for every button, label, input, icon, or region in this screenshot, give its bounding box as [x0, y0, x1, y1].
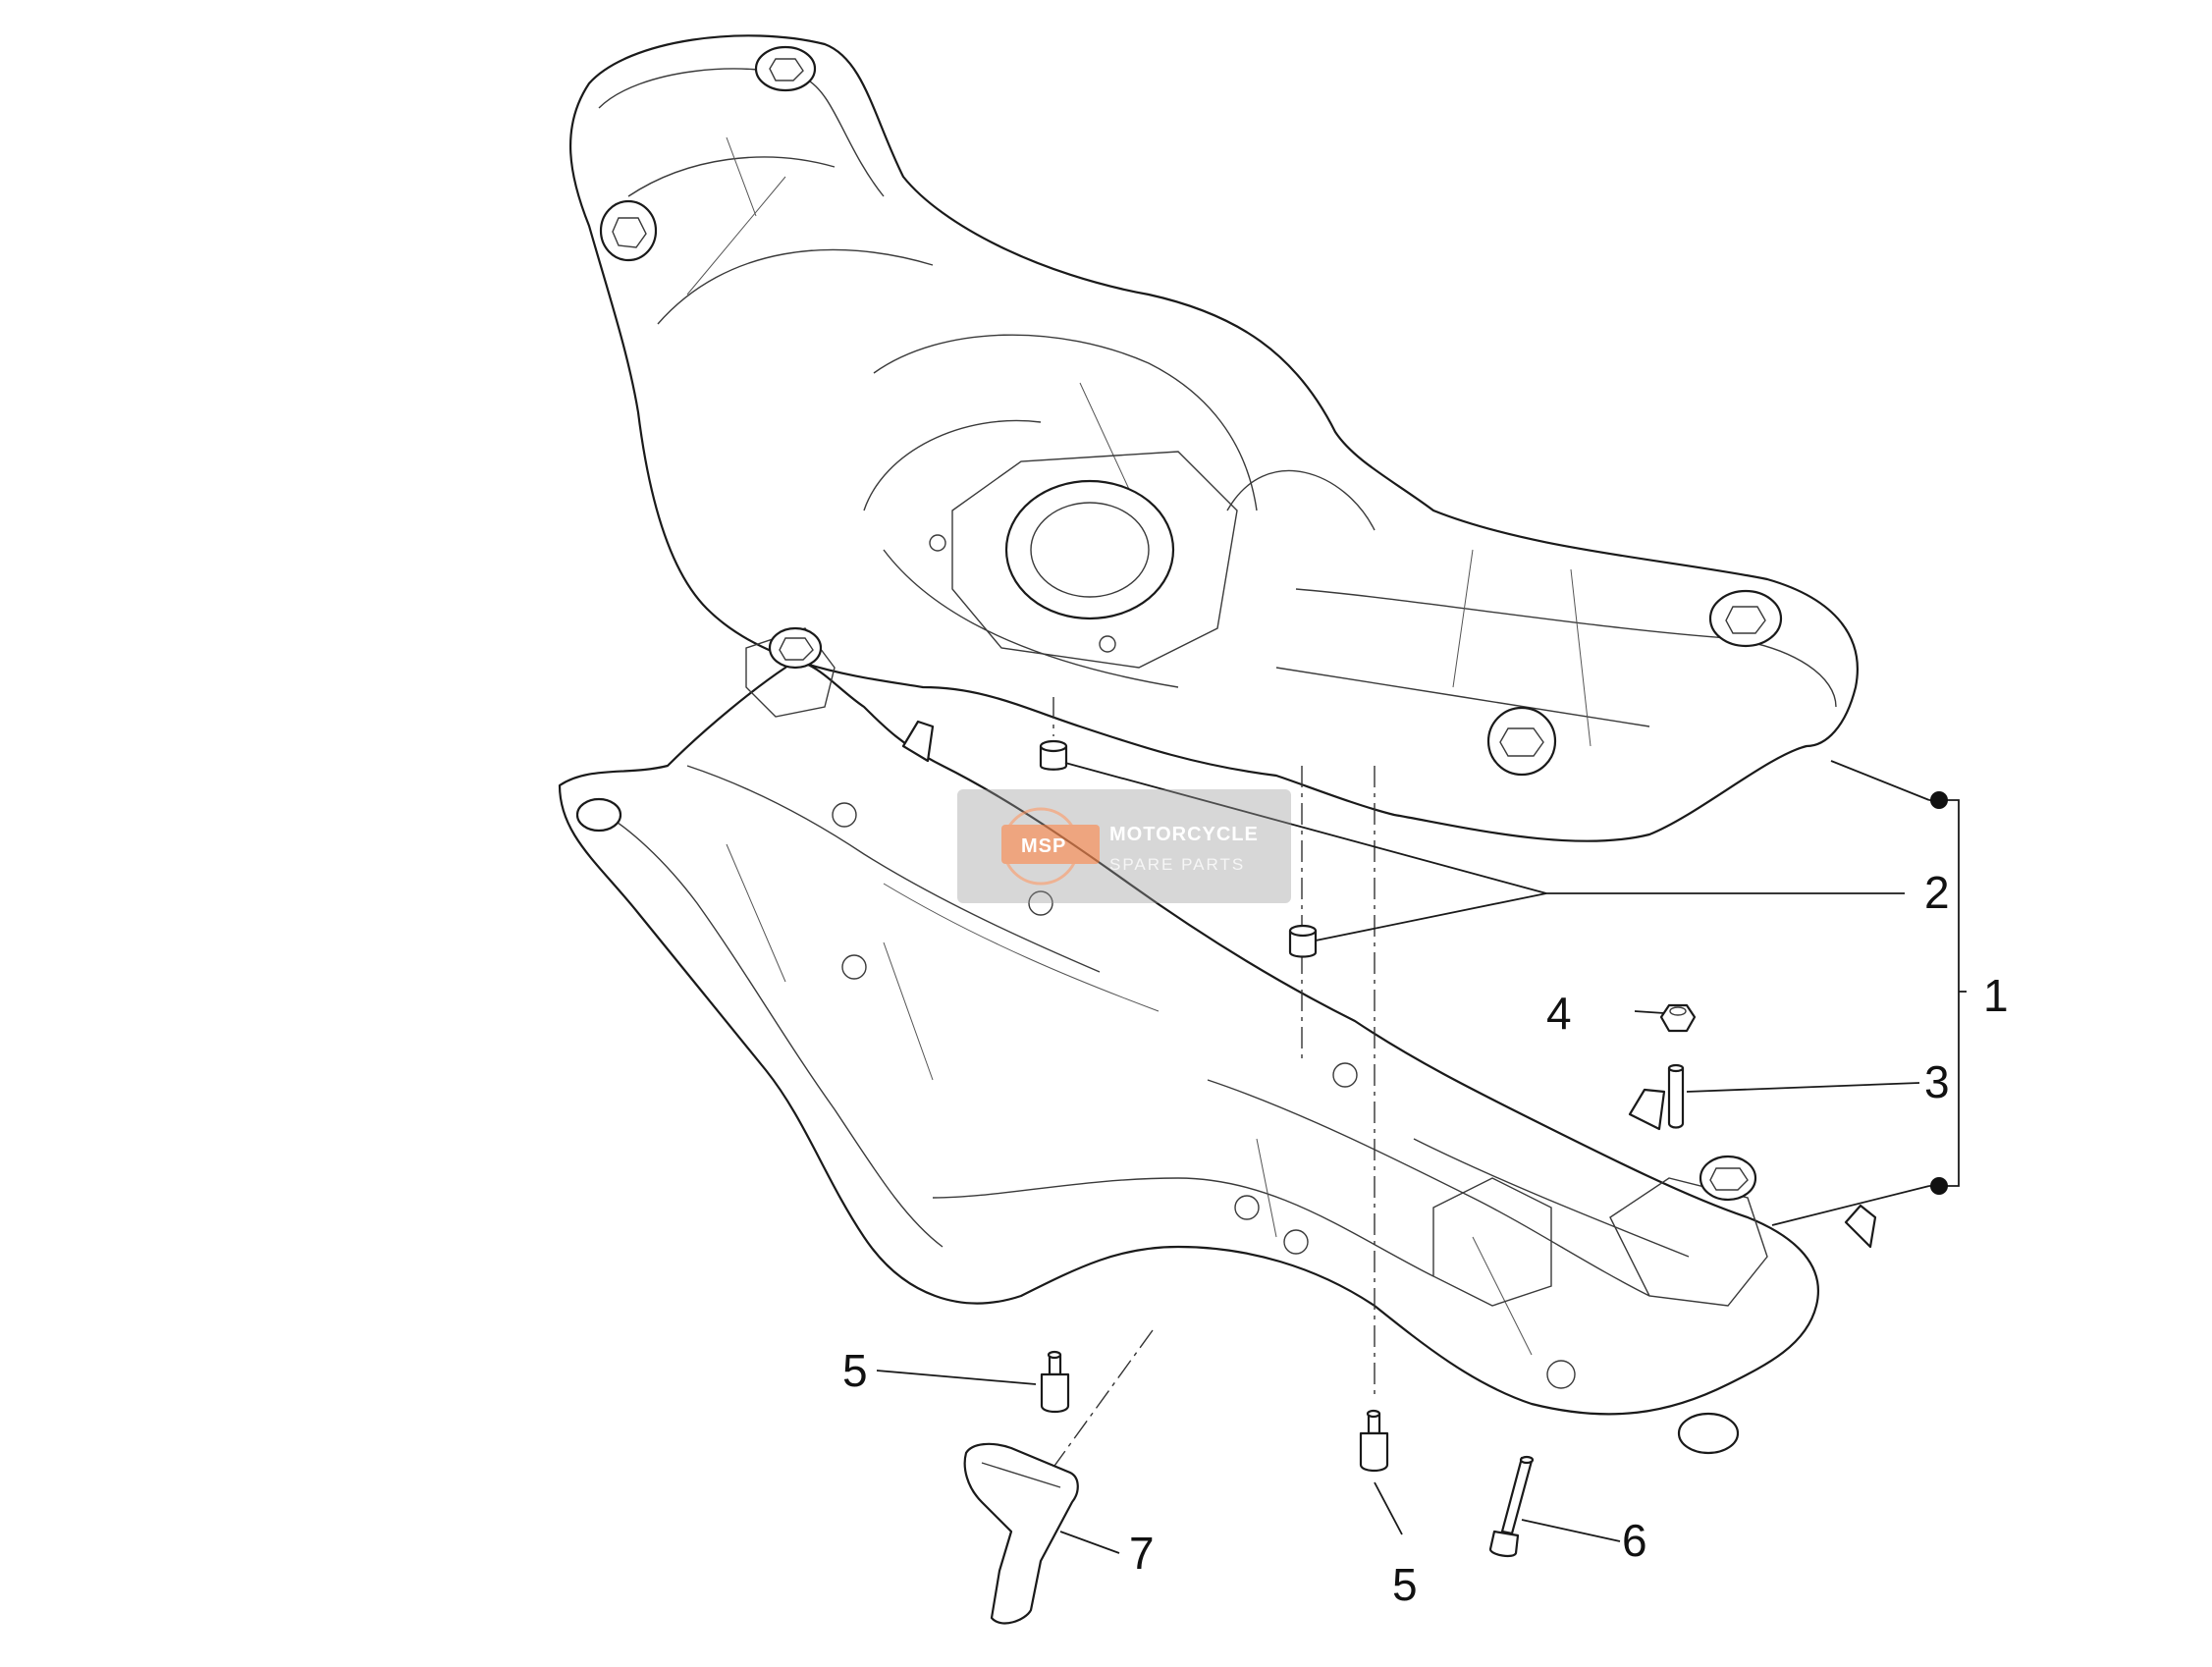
callout-7: 7: [1129, 1528, 1155, 1579]
lower-boss-1: [768, 626, 823, 670]
upper-boss-left: [599, 199, 658, 262]
lower-boss-4: [575, 797, 622, 833]
watermark: MSP MOTORCYCLE SPARE PARTS: [957, 789, 1291, 903]
filled-dot-icon: [1930, 1177, 1948, 1195]
lever-7: [963, 1442, 1079, 1625]
pin-3: [1667, 1063, 1685, 1129]
upper-boss-right: [1708, 589, 1783, 648]
bracket-icon: [1929, 799, 1960, 1187]
screw-5a: [1040, 1350, 1070, 1414]
screw-6: [1488, 1455, 1535, 1558]
watermark-line2: SPARE PARTS: [1109, 855, 1245, 874]
upper-boss-bottom: [1486, 706, 1557, 777]
nut-4: [1659, 1003, 1697, 1033]
watermark-logo: [1001, 825, 1100, 864]
callout-2: 2: [1924, 867, 1950, 918]
callout-5-right: 5: [1392, 1559, 1418, 1610]
spacer-2a: [1039, 739, 1068, 771]
callout-3: 3: [1924, 1056, 1950, 1107]
callout-6: 6: [1622, 1515, 1647, 1566]
screw-5b: [1359, 1409, 1389, 1473]
callout-1: 1: [1983, 970, 2009, 1021]
upper-handlebar-cover: [568, 34, 1859, 842]
lower-boss-2: [1699, 1155, 1757, 1202]
watermark-line1: MOTORCYCLE: [1109, 824, 1259, 845]
callout-5-left: 5: [842, 1345, 868, 1396]
watermark-logo-text: MSP: [1021, 835, 1066, 857]
callout-labels: 1 2 3 4 5 5 6 7: [842, 867, 2009, 1610]
lower-boss-3: [1677, 1412, 1740, 1455]
callout-4: 4: [1546, 988, 1572, 1039]
spacer-2b: [1288, 924, 1318, 958]
upper-boss-top: [754, 45, 817, 92]
filled-dot-icon: [1930, 791, 1948, 809]
lower-handlebar-cover: [558, 626, 1877, 1455]
